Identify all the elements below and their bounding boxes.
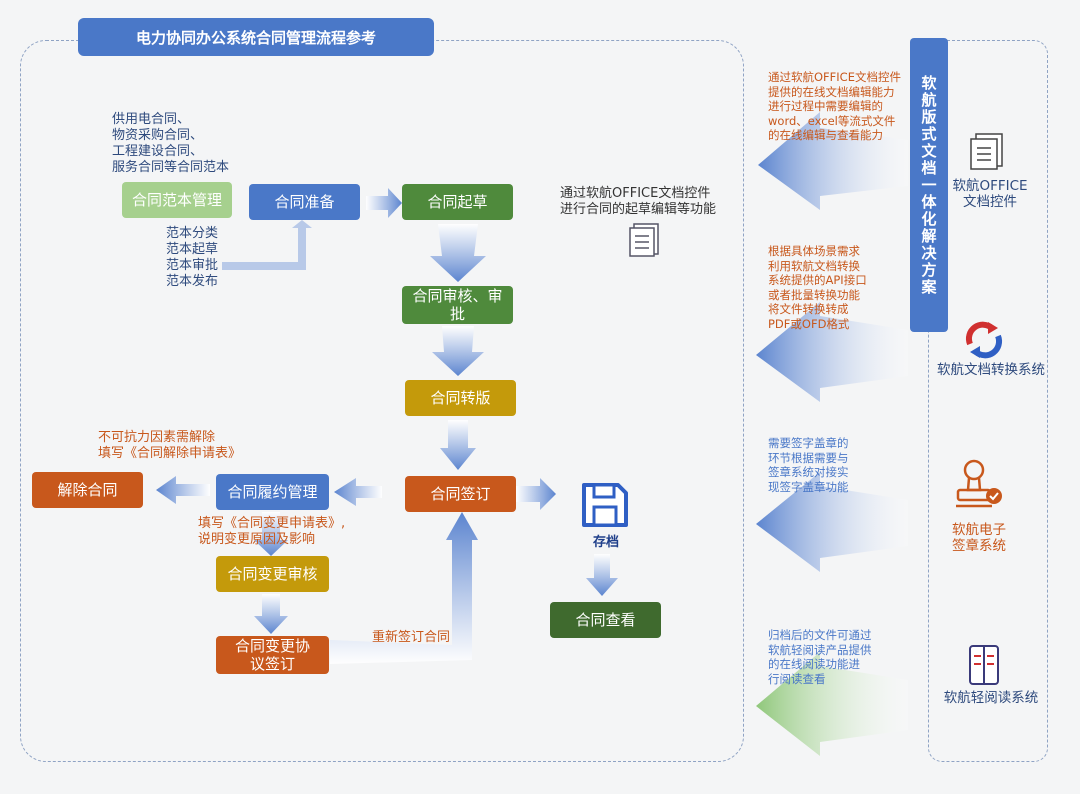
solution-title: 软航版式文档一体化解决方案 xyxy=(910,38,948,332)
node-change-review[interactable]: 合同变更审核 xyxy=(216,556,329,592)
label-convert: 软航文档转换系统 xyxy=(937,362,1045,378)
desc-reader: 归档后的文件可通过 软航轻阅读产品提供 的在线阅读功能进 行阅读查看 xyxy=(768,628,872,686)
node-review[interactable]: 合同审核、审批 xyxy=(402,286,513,324)
big-arrow-4 xyxy=(756,652,908,756)
node-terminate[interactable]: 解除合同 xyxy=(32,472,143,508)
template-scope-note: 供用电合同、 物资采购合同、 工程建设合同、 服务合同等合同范本 xyxy=(112,112,230,175)
node-template-mgmt[interactable]: 合同范本管理 xyxy=(122,182,232,218)
arrow-convert-sign xyxy=(440,420,476,470)
label-seal: 软航电子 签章系统 xyxy=(952,522,1006,554)
save-icon xyxy=(580,481,630,529)
node-change-sign[interactable]: 合同变更协议签订 xyxy=(216,636,329,674)
document-icon xyxy=(968,132,1006,172)
big-arrow-3 xyxy=(756,472,908,572)
archive-label: 存档 xyxy=(592,535,619,550)
big-arrow-1 xyxy=(758,112,908,210)
draft-note: 通过软航OFFICE文档控件 进行合同的起草编辑等功能 xyxy=(560,186,717,217)
arrow-draft-review xyxy=(430,224,486,282)
node-sign[interactable]: 合同签订 xyxy=(405,476,516,512)
node-prep[interactable]: 合同准备 xyxy=(249,184,360,220)
change-note: 填写《合同变更申请表》, 说明变更原因及影响 xyxy=(198,516,346,547)
arrow-sign-perform xyxy=(334,478,382,506)
node-perform[interactable]: 合同履约管理 xyxy=(216,474,329,510)
arrow-prep-draft xyxy=(366,188,402,218)
arrow-perform-terminate xyxy=(156,476,210,504)
arrow-sign-archive xyxy=(516,478,556,510)
template-steps-note: 范本分类 范本起草 范本审批 范本发布 xyxy=(166,226,219,289)
big-arrow-2 xyxy=(756,302,908,402)
desc-convert: 根据具体场景需求 利用软航文档转换 系统提供的API接口 或者批量转换功能 将文… xyxy=(768,244,867,331)
arrow-archive-view xyxy=(586,554,618,596)
arrow-review-convert xyxy=(432,326,484,376)
arrow-perform-change xyxy=(254,512,288,556)
document-icon xyxy=(628,222,662,258)
node-convert[interactable]: 合同转版 xyxy=(405,380,516,416)
node-draft[interactable]: 合同起草 xyxy=(402,184,513,220)
desc-seal: 需要签字盖章的 环节根据需要与 签章系统对接实 现签字盖章功能 xyxy=(768,436,849,494)
label-office: 软航OFFICE 文档控件 xyxy=(952,178,1028,210)
book-icon xyxy=(966,644,1002,688)
force-majeure-note: 不可抗力因素需解除 填写《合同解除申请表》 xyxy=(98,430,242,461)
page-title: 电力协同办公系统合同管理流程参考 xyxy=(78,18,434,56)
desc-office: 通过软航OFFICE文档控件 提供的在线文档编辑能力 进行过程中需要编辑的 wo… xyxy=(768,70,901,142)
convert-icon xyxy=(962,318,1006,362)
node-view[interactable]: 合同查看 xyxy=(550,602,661,638)
seal-icon xyxy=(952,458,1006,514)
product-frame xyxy=(928,40,1048,762)
resign-note: 重新签订合同 xyxy=(372,630,451,645)
label-reader: 软航轻阅读系统 xyxy=(943,690,1039,706)
arrow-resign xyxy=(330,512,478,664)
arrow-template-prep xyxy=(222,220,312,270)
arrow-change-sign xyxy=(254,594,288,634)
